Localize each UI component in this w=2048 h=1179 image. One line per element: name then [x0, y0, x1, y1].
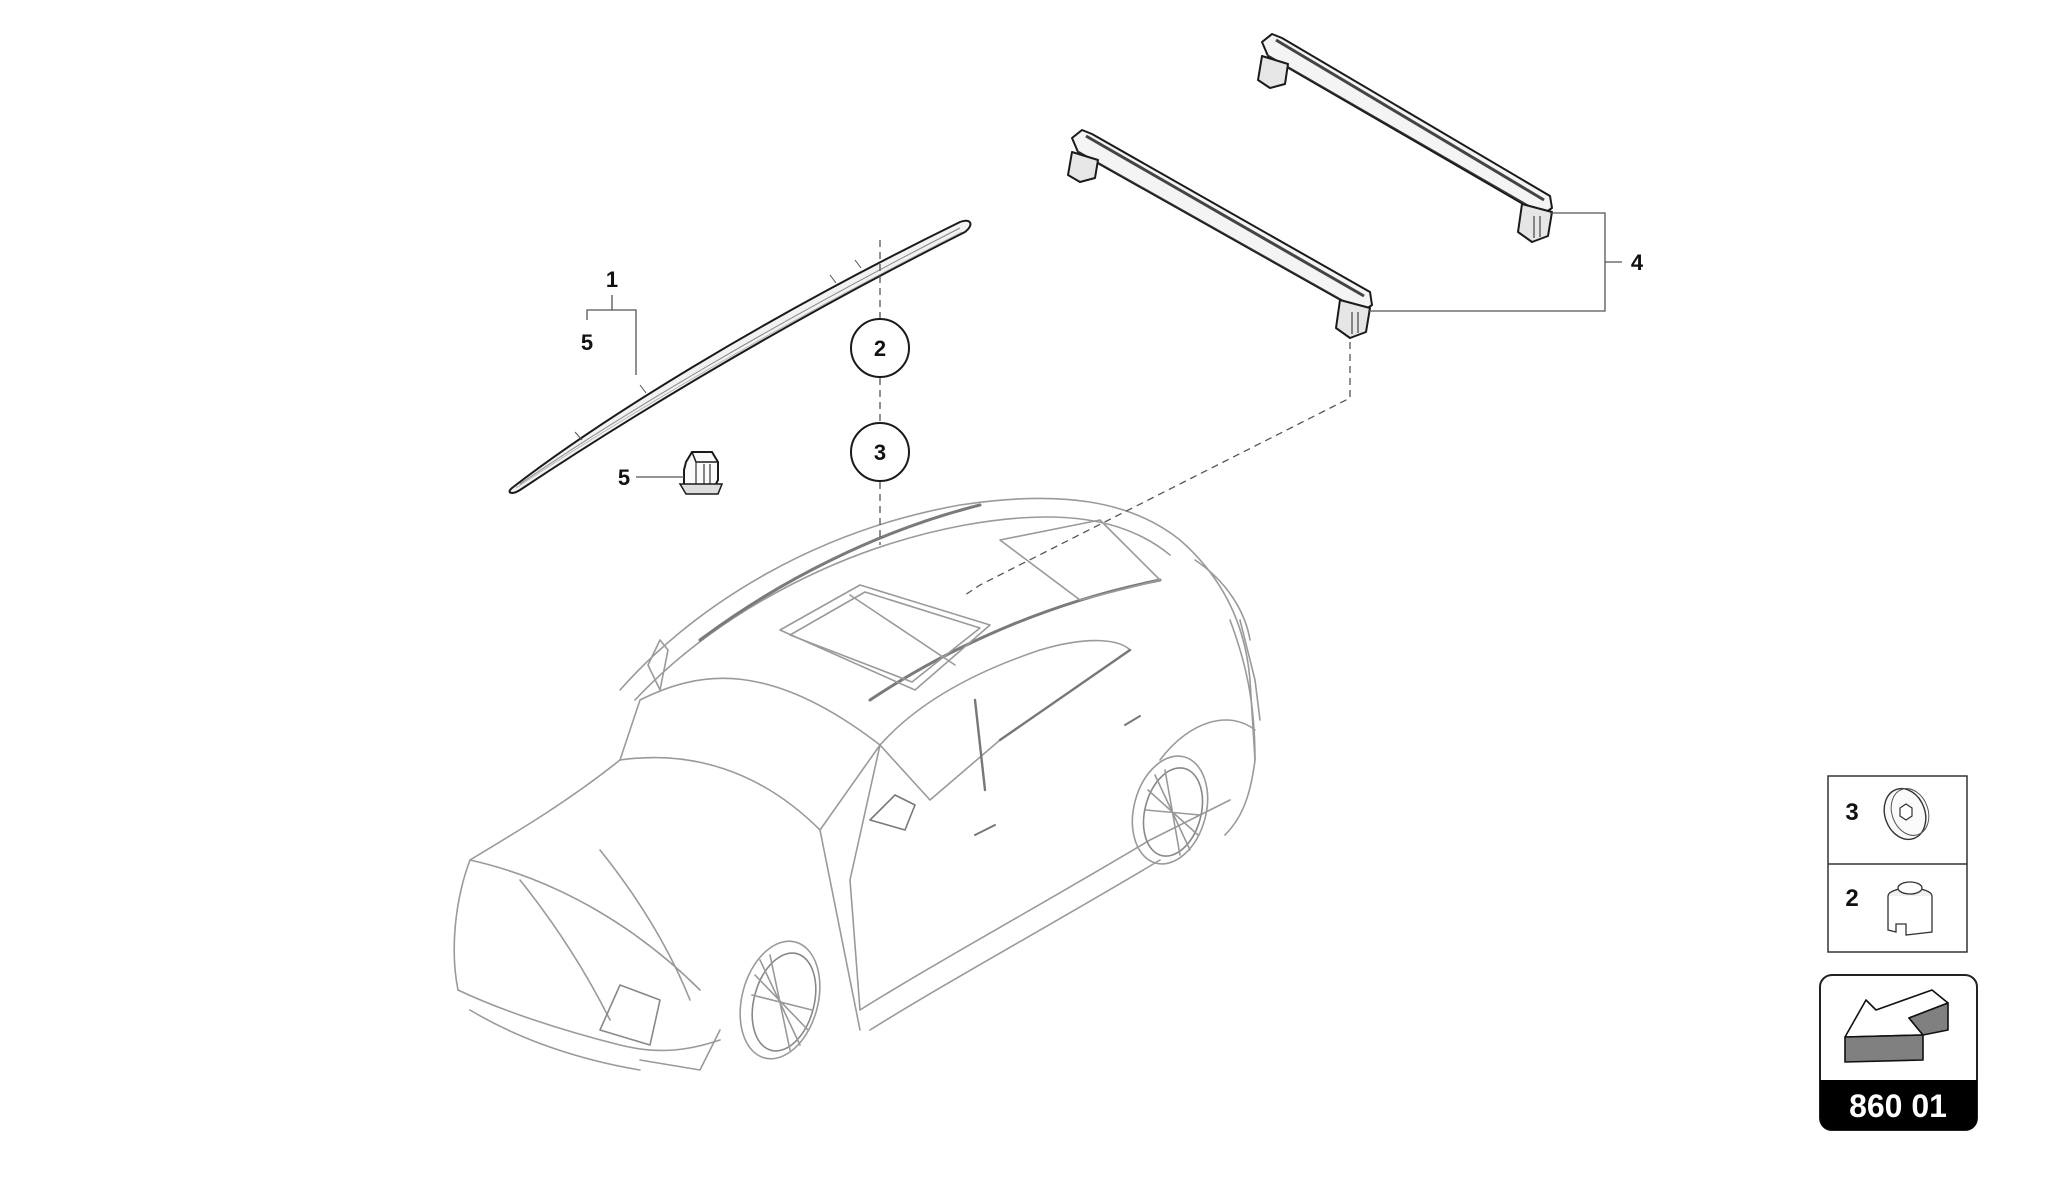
callout-part-1: 1: [606, 267, 618, 292]
callout-part-4: 4: [1631, 250, 1644, 275]
callout-part-5-clip: 5: [618, 465, 630, 490]
callout-circle-2[interactable]: 2: [850, 318, 910, 378]
circle-2-label: 2: [874, 336, 886, 361]
circle-3-label: 3: [874, 440, 886, 465]
reference-badge[interactable]: 860 01: [1819, 974, 1978, 1131]
rail-callout: 1 5: [581, 267, 637, 375]
roof-crossbar-rear[interactable]: [1257, 33, 1553, 243]
inset-item-2-label: 2: [1845, 885, 1858, 912]
inset-item-2[interactable]: 2: [1845, 881, 1933, 936]
inset-item-3[interactable]: 3: [1845, 783, 1935, 846]
nut-icon: [1887, 881, 1933, 936]
crossbar-callout: 4: [1368, 212, 1644, 312]
inset-item-3-label: 3: [1845, 799, 1858, 826]
roof-rail[interactable]: [508, 219, 972, 494]
crossbar-leader: [964, 342, 1351, 596]
rail-clip[interactable]: 5: [618, 451, 724, 495]
vehicle-illustration: [453, 497, 1261, 1071]
reference-arrow-icon: [1844, 989, 1949, 1063]
callout-circle-3[interactable]: 3: [850, 422, 910, 482]
fastener-leader: 2 3: [850, 240, 910, 545]
fastener-inset: 3 2: [1827, 775, 1968, 953]
roof-crossbar-front[interactable]: [1067, 129, 1373, 339]
washer-icon: [1883, 787, 1930, 841]
badge-code: 860 01: [1849, 1088, 1947, 1124]
callout-part-5-sub: 5: [581, 330, 593, 355]
